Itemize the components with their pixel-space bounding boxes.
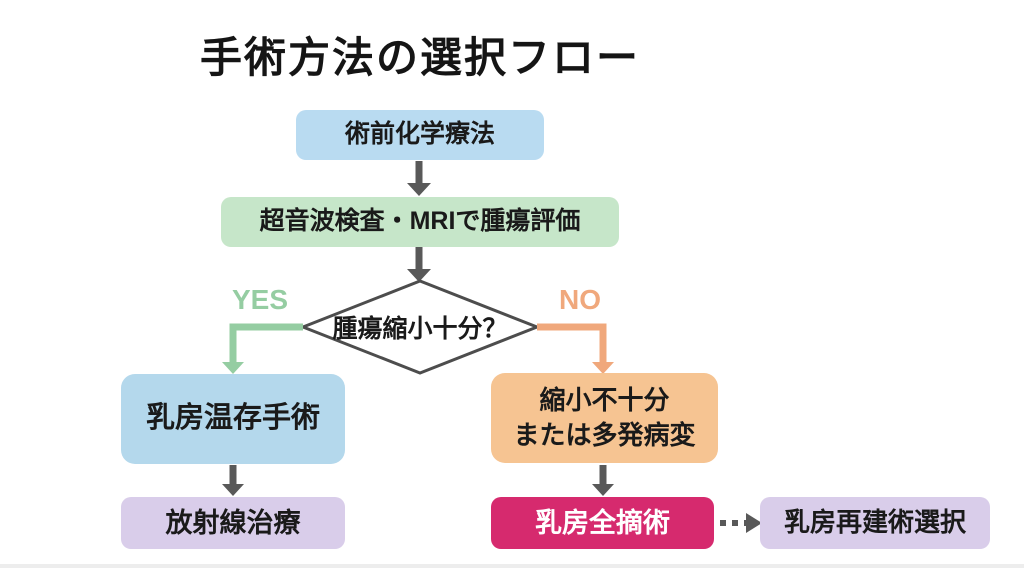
arrow-yes-branch [222, 323, 303, 374]
node-insufficient-shrinkage: 縮小不十分 または多発病変 [491, 373, 718, 463]
node-breast-conserving-surgery: 乳房温存手術 [121, 374, 345, 464]
node-ultrasound-mri-evaluation: 超音波検査・MRIで腫瘍評価 [221, 197, 619, 247]
arrow-insufficient-to-mastectomy [592, 465, 614, 496]
arrow-mastectomy-to-reconstruction-dotted [720, 513, 762, 533]
arrow-no-branch [537, 323, 614, 374]
node-decision-tumor-shrinkage: 腫瘍縮小十分？ [332, 315, 508, 343]
arrow-eval-to-decision [407, 247, 431, 282]
branch-label-yes: YES [231, 284, 289, 315]
node-radiation-therapy: 放射線治療 [121, 497, 345, 549]
arrow-preop-to-eval [407, 161, 431, 196]
node-breast-reconstruction-option: 乳房再建術選択 [760, 497, 990, 549]
branch-label-no: NO [559, 284, 601, 315]
page-title: 手術方法の選択フロー [199, 34, 640, 81]
node-total-mastectomy: 乳房全摘術 [491, 497, 714, 549]
arrow-conserve-to-radiation [222, 465, 244, 496]
bottom-edge-divider [0, 564, 1024, 568]
node-preoperative-chemotherapy: 術前化学療法 [296, 110, 544, 160]
